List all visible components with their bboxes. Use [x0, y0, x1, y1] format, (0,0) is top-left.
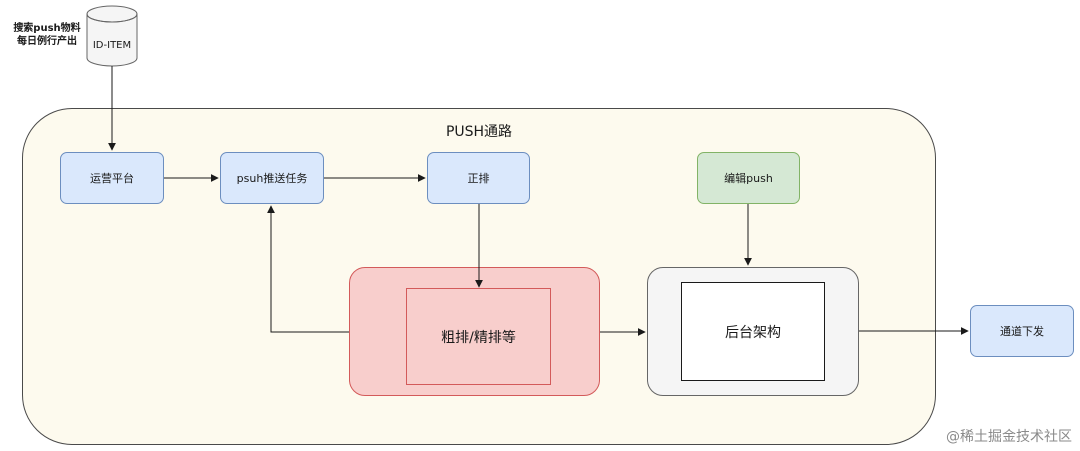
edit-push-node[interactable]: 编辑push: [697, 152, 800, 204]
rank-node[interactable]: 粗排/精排等: [406, 288, 551, 385]
database-icon: [86, 5, 138, 67]
source-note-line-2: 每日例行产出: [17, 36, 77, 47]
push-task-node[interactable]: psuh推送任务: [220, 152, 324, 204]
container-title: PUSH通路: [445, 124, 513, 140]
ops-platform-node[interactable]: 运营平台: [60, 152, 164, 204]
source-note-line-1: 搜索push物料: [13, 23, 81, 34]
watermark: @稀土掘金技术社区: [946, 429, 1072, 445]
zhengpai-node[interactable]: 正排: [427, 152, 530, 204]
edge-rank-to-task: [267, 205, 349, 333]
source-note: 搜索push物料 每日例行产出: [8, 22, 86, 48]
channel-node[interactable]: 通道下发: [970, 305, 1074, 357]
database-label: ID-ITEM: [92, 40, 132, 51]
backend-node[interactable]: 后台架构: [681, 282, 825, 381]
